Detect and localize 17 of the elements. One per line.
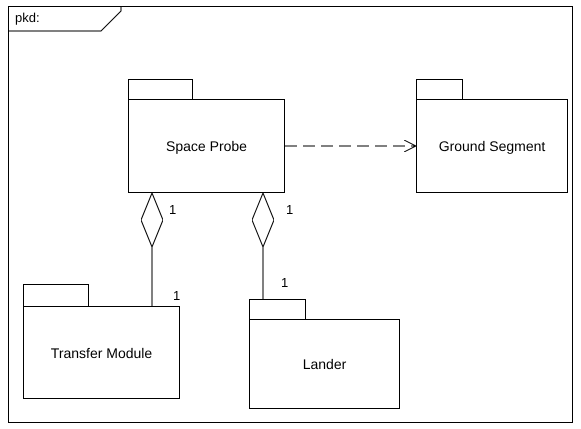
package-box — [249, 319, 400, 409]
multiplicity-label: 1 — [286, 202, 294, 217]
diagram-frame — [8, 6, 573, 423]
package-name: Transfer Module — [50, 344, 152, 360]
package-box — [23, 306, 180, 399]
package-name: Ground Segment — [438, 138, 546, 154]
frame-label: pkd: — [15, 10, 40, 25]
aggregation-line — [140, 192, 164, 306]
package-name: Lander — [302, 356, 346, 372]
multiplicity-label: 1 — [281, 275, 288, 290]
package-box — [128, 99, 285, 193]
multiplicity-label: 1 — [169, 202, 176, 217]
package-name: Space Probe — [166, 138, 247, 154]
dependency-arrow — [284, 140, 416, 152]
multiplicity-label: 1 — [173, 288, 180, 303]
package-box — [416, 99, 568, 193]
aggregation-line — [252, 192, 274, 300]
